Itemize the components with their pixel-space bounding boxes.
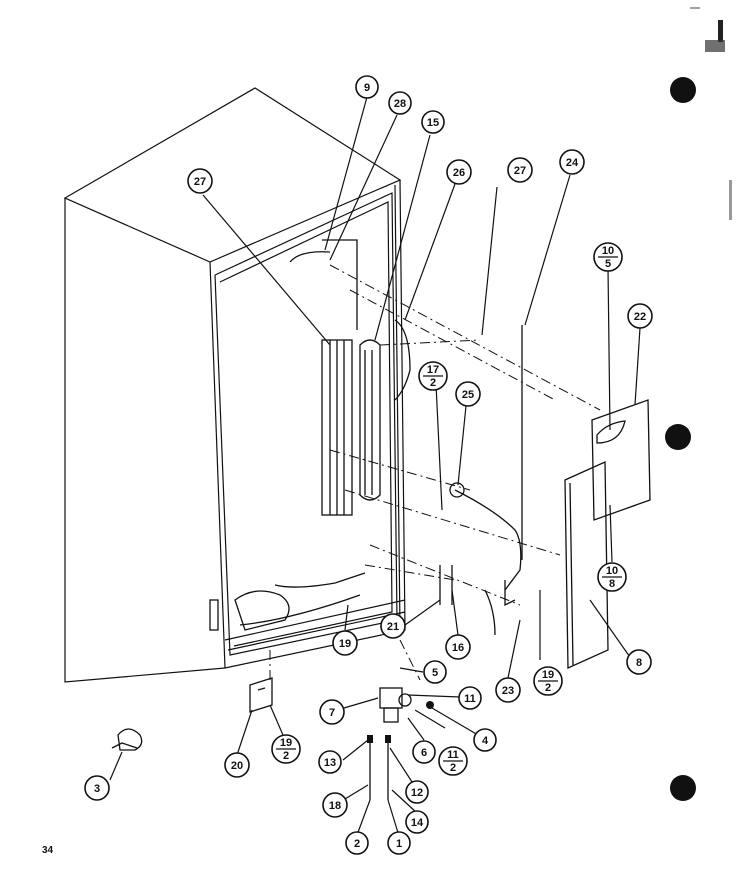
- callout-4: 4: [473, 728, 497, 752]
- refrigerator-cabinet: [63, 87, 406, 683]
- svg-text:25: 25: [462, 389, 474, 401]
- svg-text:8: 8: [636, 657, 642, 669]
- svg-text:19: 19: [542, 669, 554, 681]
- svg-text:11: 11: [464, 693, 476, 705]
- callout-fraction-11-2: 11 2: [438, 746, 468, 776]
- svg-text:10: 10: [602, 245, 614, 257]
- svg-text:2: 2: [430, 377, 436, 389]
- svg-text:27: 27: [194, 176, 206, 188]
- callout-14: 14: [405, 810, 429, 834]
- callout-23: 23: [495, 677, 521, 703]
- callout-27-left: 27: [187, 168, 213, 194]
- svg-text:18: 18: [329, 800, 341, 812]
- svg-text:14: 14: [411, 817, 424, 829]
- callout-27-right: 27: [507, 157, 533, 183]
- callout-12: 12: [405, 780, 429, 804]
- svg-text:12: 12: [411, 787, 423, 799]
- callout-9: 9: [355, 75, 379, 99]
- svg-text:15: 15: [427, 117, 439, 129]
- svg-text:8: 8: [609, 578, 615, 590]
- svg-text:28: 28: [394, 98, 406, 110]
- callout-8: 8: [626, 649, 652, 675]
- callout-18: 18: [322, 792, 348, 818]
- svg-text:9: 9: [364, 82, 370, 94]
- svg-text:4: 4: [482, 735, 489, 747]
- svg-text:6: 6: [421, 747, 427, 759]
- svg-text:24: 24: [566, 157, 579, 169]
- svg-text:2: 2: [283, 750, 289, 762]
- svg-text:21: 21: [387, 621, 399, 633]
- callout-25: 25: [455, 381, 481, 407]
- callout-fraction-19-2-left: 19 2: [271, 734, 301, 764]
- callout-22: 22: [627, 303, 653, 329]
- callout-20: 20: [224, 752, 250, 778]
- binder-hole-top: [670, 77, 696, 103]
- alignment-lines: [269, 264, 601, 681]
- svg-text:19: 19: [280, 737, 292, 749]
- callout-fraction-10-5: 10 5: [593, 242, 623, 272]
- svg-text:3: 3: [94, 783, 100, 795]
- svg-text:13: 13: [324, 757, 336, 769]
- page-number: 34: [42, 845, 54, 856]
- svg-text:27: 27: [514, 165, 526, 177]
- binder-hole-middle: [665, 424, 691, 450]
- svg-text:26: 26: [453, 167, 465, 179]
- back-cover-panel: [564, 461, 609, 669]
- callout-26: 26: [446, 159, 472, 185]
- tubing-and-wires: [394, 319, 523, 636]
- callout-fraction-10-8: 10 8: [597, 562, 627, 592]
- callout-21: 21: [380, 613, 406, 639]
- callout-7: 7: [319, 699, 345, 725]
- callout-fraction-17-2: 17 2: [418, 361, 448, 391]
- svg-text:2: 2: [545, 682, 551, 694]
- water-valve-assembly: [367, 687, 434, 800]
- svg-text:5: 5: [432, 667, 438, 679]
- callout-2: 2: [345, 831, 369, 855]
- svg-text:10: 10: [606, 565, 618, 577]
- callout-1: 1: [387, 831, 411, 855]
- bracket: [249, 677, 273, 713]
- svg-text:16: 16: [452, 642, 464, 654]
- svg-text:19: 19: [339, 638, 351, 650]
- callout-fraction-19-2-right: 19 2: [533, 666, 563, 696]
- callout-15: 15: [421, 110, 445, 134]
- binder-hole-bottom: [670, 775, 696, 801]
- svg-text:11: 11: [447, 749, 459, 761]
- svg-text:20: 20: [231, 760, 243, 772]
- svg-text:17: 17: [427, 364, 439, 376]
- svg-text:7: 7: [329, 707, 335, 719]
- compressor-area: [209, 572, 366, 631]
- leader-lines: [109, 96, 641, 837]
- callout-16: 16: [445, 634, 471, 660]
- callout-11: 11: [458, 686, 482, 710]
- svg-text:22: 22: [634, 311, 646, 323]
- svg-text:1: 1: [396, 838, 402, 850]
- loose-part-3: [111, 728, 143, 751]
- callout-3: 3: [84, 775, 110, 801]
- condenser-coil: [289, 239, 381, 516]
- callout-19: 19: [332, 630, 358, 656]
- callout-24: 24: [559, 149, 585, 175]
- scan-marks: [690, 7, 732, 220]
- callout-5: 5: [423, 660, 447, 684]
- svg-text:5: 5: [605, 258, 611, 270]
- callout-28: 28: [388, 91, 412, 115]
- svg-text:2: 2: [450, 762, 456, 774]
- svg-text:2: 2: [354, 838, 360, 850]
- callout-6: 6: [412, 740, 436, 764]
- callout-13: 13: [318, 750, 342, 774]
- svg-text:23: 23: [502, 685, 514, 697]
- access-panel: [591, 399, 651, 521]
